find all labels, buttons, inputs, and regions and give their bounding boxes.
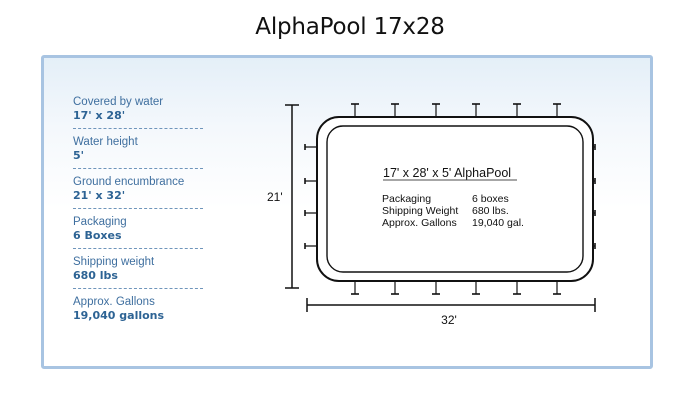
- spec-value: 5': [73, 149, 85, 162]
- diagram-row-value: 680 lbs.: [472, 205, 509, 217]
- pool-inner-wall: [326, 125, 584, 273]
- spec-item-water-height: Water height 5': [73, 135, 203, 169]
- diagram-title: 17' x 28' x 5' AlphaPool: [383, 166, 511, 180]
- spec-label: Approx. Gallons: [73, 296, 155, 308]
- spec-item-covered-by-water: Covered by water 17' x 28': [73, 95, 203, 129]
- spec-label: Water height: [73, 136, 138, 148]
- height-dimension-label: 21': [267, 190, 283, 204]
- diagram-row-label: Approx. Gallons: [382, 217, 457, 229]
- spec-value: 6 Boxes: [73, 229, 122, 242]
- spec-item-packaging: Packaging 6 Boxes: [73, 215, 203, 249]
- width-dimension-label: 32': [441, 313, 457, 327]
- spec-value: 19,040 gallons: [73, 309, 165, 322]
- spec-label: Covered by water: [73, 96, 164, 108]
- diagram-row-label: Packaging: [382, 193, 431, 205]
- spec-label: Ground encumbrance: [73, 176, 185, 188]
- spec-value: 21' x 32': [73, 189, 126, 202]
- diagram-row-value: 6 boxes: [472, 193, 509, 205]
- pool-diagram: 21' 32' 17' x 28' x 5' AlphaPool Packagi…: [267, 103, 596, 327]
- spec-item-ground-encumbrance: Ground encumbrance 21' x 32': [73, 175, 203, 209]
- spec-value: 680 lbs: [73, 269, 118, 282]
- diagram-row-label: Shipping Weight: [382, 205, 458, 217]
- spec-list: Covered by water 17' x 28' Water height …: [73, 95, 203, 334]
- spec-label: Packaging: [73, 216, 127, 228]
- spec-item-approx-gallons: Approx. Gallons 19,040 gallons: [73, 295, 203, 328]
- height-dimension: [285, 104, 299, 289]
- spec-value: 17' x 28': [73, 109, 126, 122]
- page-title: AlphaPool 17x28: [255, 14, 445, 40]
- spec-label: Shipping weight: [73, 256, 155, 268]
- diagram-row-value: 19,040 gal.: [472, 217, 524, 229]
- width-dimension: [306, 298, 596, 312]
- spec-item-shipping-weight: Shipping weight 680 lbs: [73, 255, 203, 289]
